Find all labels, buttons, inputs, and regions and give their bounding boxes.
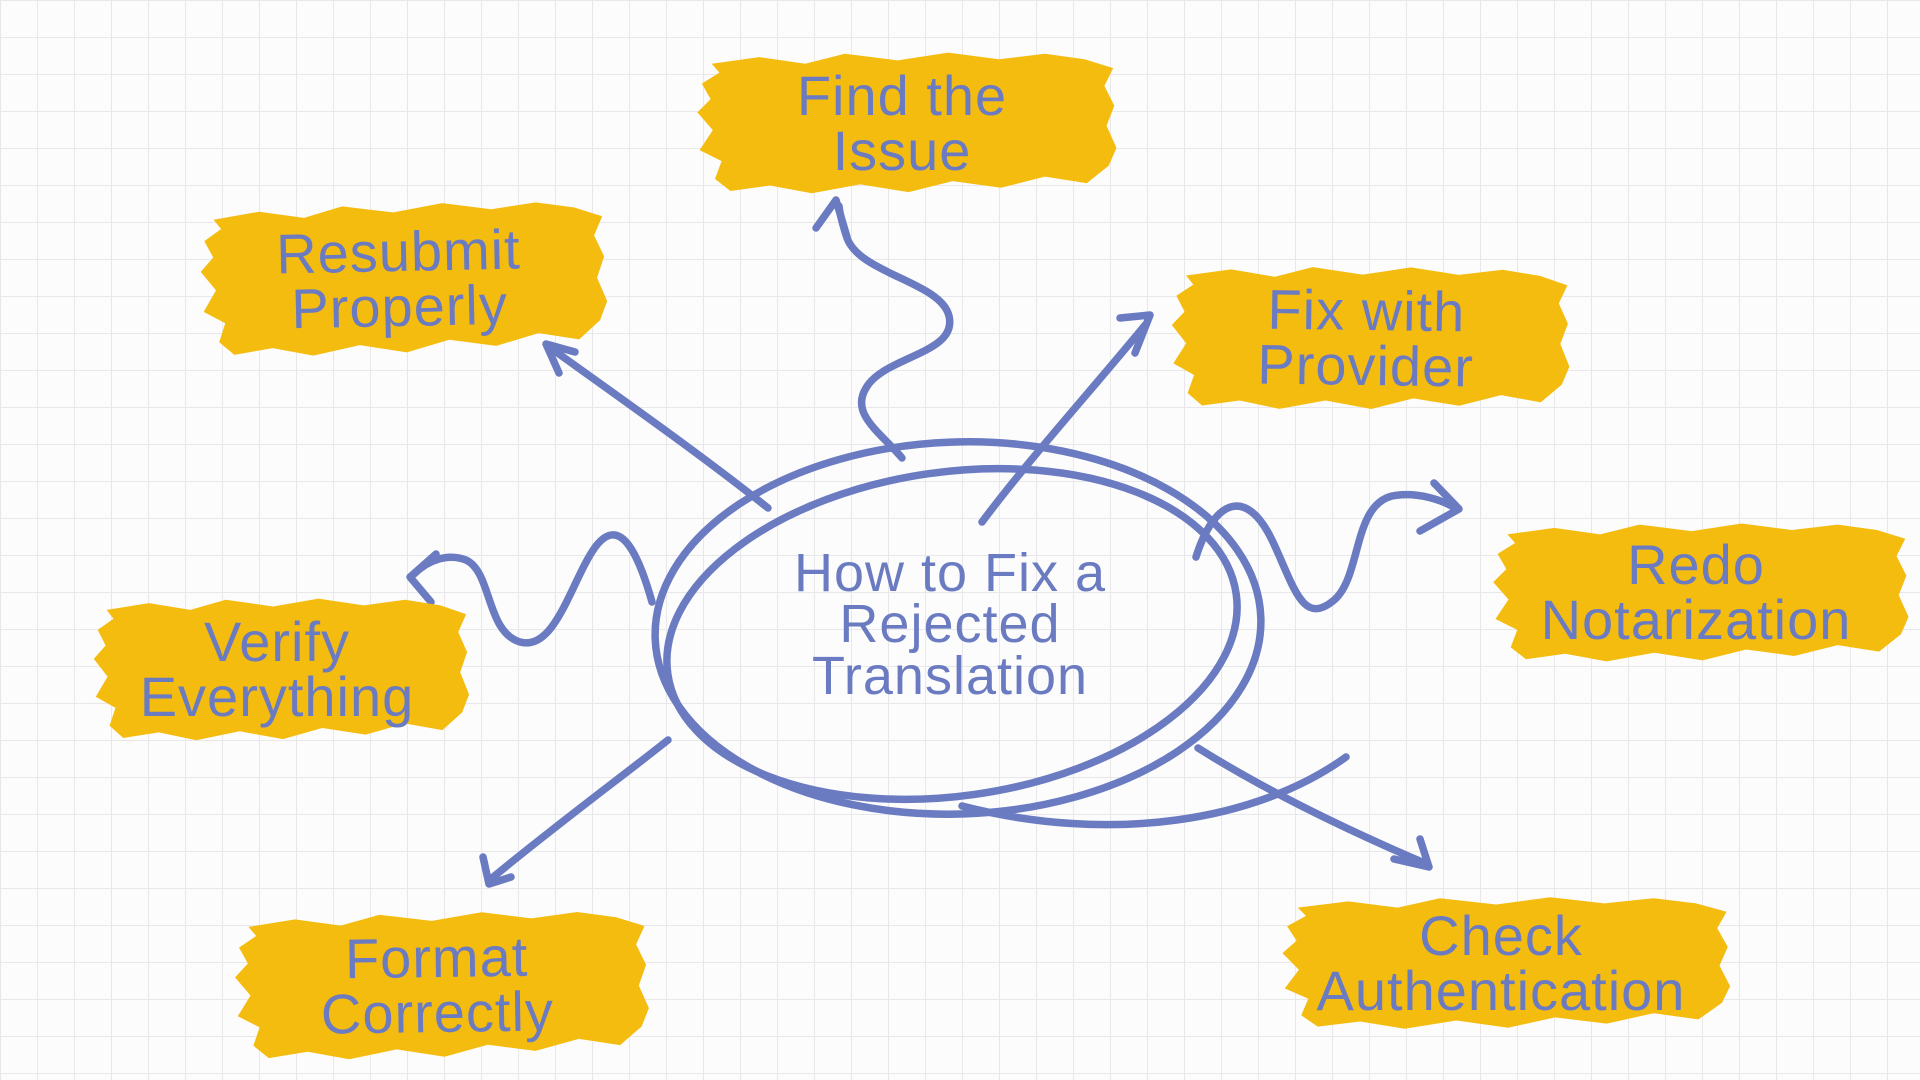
node-label: Verify Everything <box>139 610 415 728</box>
arrow-fix-with-provider-line <box>978 320 1150 526</box>
arrow-format-correctly-line <box>488 736 672 882</box>
arrow-resubmit-properly-head <box>542 340 579 377</box>
arrow-find-the-issue-line <box>835 202 954 462</box>
node-find-the-issue: Find the Issue <box>682 46 1122 201</box>
node-label: Fix with Provider <box>1256 277 1475 399</box>
highlight-brush-patch <box>697 52 1117 194</box>
node-fix-with-provider: Fix with Provider <box>1156 257 1576 421</box>
node-label: Find the Issue <box>796 63 1008 182</box>
node-label: Format Correctly <box>320 924 555 1046</box>
arrow-resubmit-properly-line <box>548 345 772 512</box>
arrow-find-the-issue-head <box>812 196 851 241</box>
node-label: Redo Notarization <box>1540 533 1852 651</box>
arrow-redo-notarization-head <box>1416 479 1463 535</box>
node-verify-everything: Verify Everything <box>80 592 474 748</box>
arrow-check-authentication-line <box>1194 744 1426 866</box>
highlight-brush-patch <box>1282 897 1731 1029</box>
center-ellipse-outer <box>651 438 1265 818</box>
node-label: Check Authentication <box>1316 903 1686 1022</box>
node-format-correctly: Format Correctly <box>219 903 655 1069</box>
node-check-authentication: Check Authentication <box>1266 891 1736 1036</box>
highlight-brush-patch <box>200 202 608 356</box>
highlight-brush-patch <box>1171 267 1570 410</box>
highlight-brush-patch <box>93 598 470 741</box>
center-ellipse-inner <box>663 464 1241 804</box>
ellipse-underline-stroke <box>958 753 1350 829</box>
arrow-format-correctly-head <box>479 853 515 888</box>
highlight-brush-patch <box>1493 523 1909 662</box>
arrow-fix-with-provider-head <box>1116 311 1154 357</box>
highlight-brush-patch <box>235 912 649 1060</box>
arrow-redo-notarization-line <box>1192 490 1459 613</box>
arrow-verify-everything-head <box>406 550 440 606</box>
node-redo-notarization: Redo Notarization <box>1478 517 1914 669</box>
center-topic-label: How to Fix a Rejected Translation <box>793 543 1107 706</box>
arrow-check-authentication-head <box>1390 835 1433 871</box>
arrow-verify-everything-line <box>410 531 656 647</box>
node-resubmit-properly: Resubmit Properly <box>184 193 613 367</box>
node-label: Resubmit Properly <box>275 217 522 340</box>
